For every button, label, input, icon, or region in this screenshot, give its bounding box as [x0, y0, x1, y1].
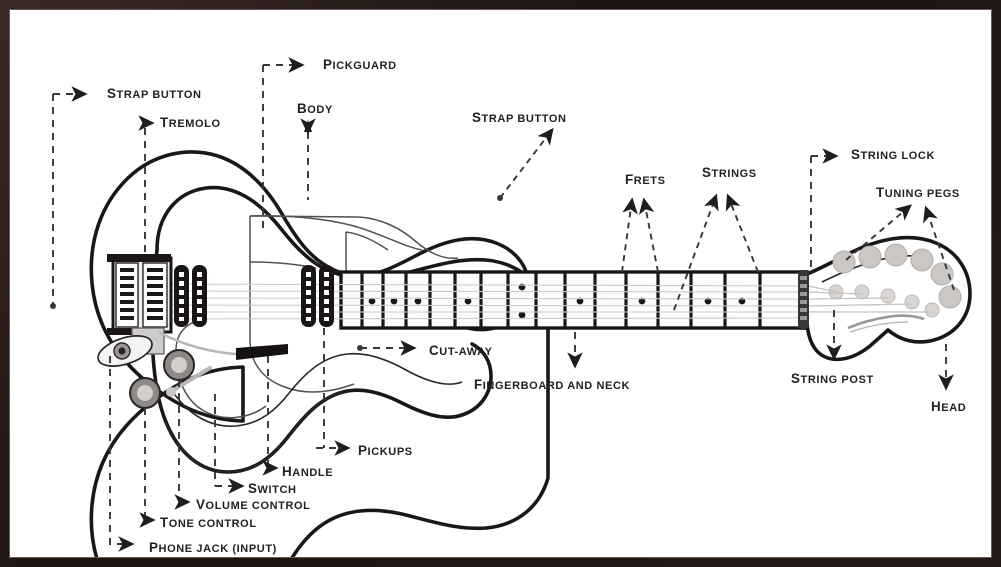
label-switch: Switch [248, 481, 297, 496]
label-strings: Strings [702, 165, 757, 180]
headstock-logo [847, 314, 925, 333]
label-strap-button-top: Strap button [107, 86, 202, 101]
string-posts [828, 284, 940, 318]
guitar-body-silhouette [150, 185, 531, 474]
label-tremolo: Tremolo [160, 115, 221, 130]
diagram-canvas-area: .outline{fill:none;stroke:#1b1718;stroke… [9, 9, 992, 558]
fingerboard-and-neck [149, 270, 811, 330]
label-string-post: String post [791, 371, 874, 386]
label-pickups: Pickups [358, 443, 413, 458]
tremolo-arm-handle [158, 331, 288, 360]
leader-lines [50, 57, 955, 552]
pickup-selector-switch [166, 366, 212, 397]
output-jack-plate [97, 335, 153, 367]
label-frets: Frets [625, 172, 666, 187]
label-handle: Handle [282, 464, 334, 479]
body-contour-lines [165, 352, 463, 473]
strings [149, 283, 811, 320]
bridge-pickup-humbucker [174, 265, 207, 327]
label-strap-button-horn: Strap button [472, 110, 567, 125]
headstock [798, 235, 972, 362]
control-knobs [129, 349, 195, 409]
label-fingerboard-and-neck: Fingerboard and neck [474, 377, 631, 392]
tuning-pegs [832, 243, 962, 309]
label-tuning-pegs: Tuning pegs [876, 185, 960, 200]
neck-pickup-humbucker [301, 265, 334, 327]
guitar-diagram-svg: .outline{fill:none;stroke:#1b1718;stroke… [50, 57, 972, 557]
string-lock [798, 272, 809, 328]
label-tone-control: Tone control [160, 515, 257, 530]
label-pickguard: Pickguard [323, 57, 397, 72]
label-phone-jack-input: Phone jack (input) [149, 540, 277, 555]
label-volume-control: Volume control [196, 497, 311, 512]
label-head: Head [931, 399, 967, 414]
label-string-lock: String lock [851, 147, 935, 162]
label-body: Body [297, 101, 333, 116]
label-cut-away: Cut-away [429, 343, 493, 358]
fret-inlay-dots [368, 283, 746, 319]
